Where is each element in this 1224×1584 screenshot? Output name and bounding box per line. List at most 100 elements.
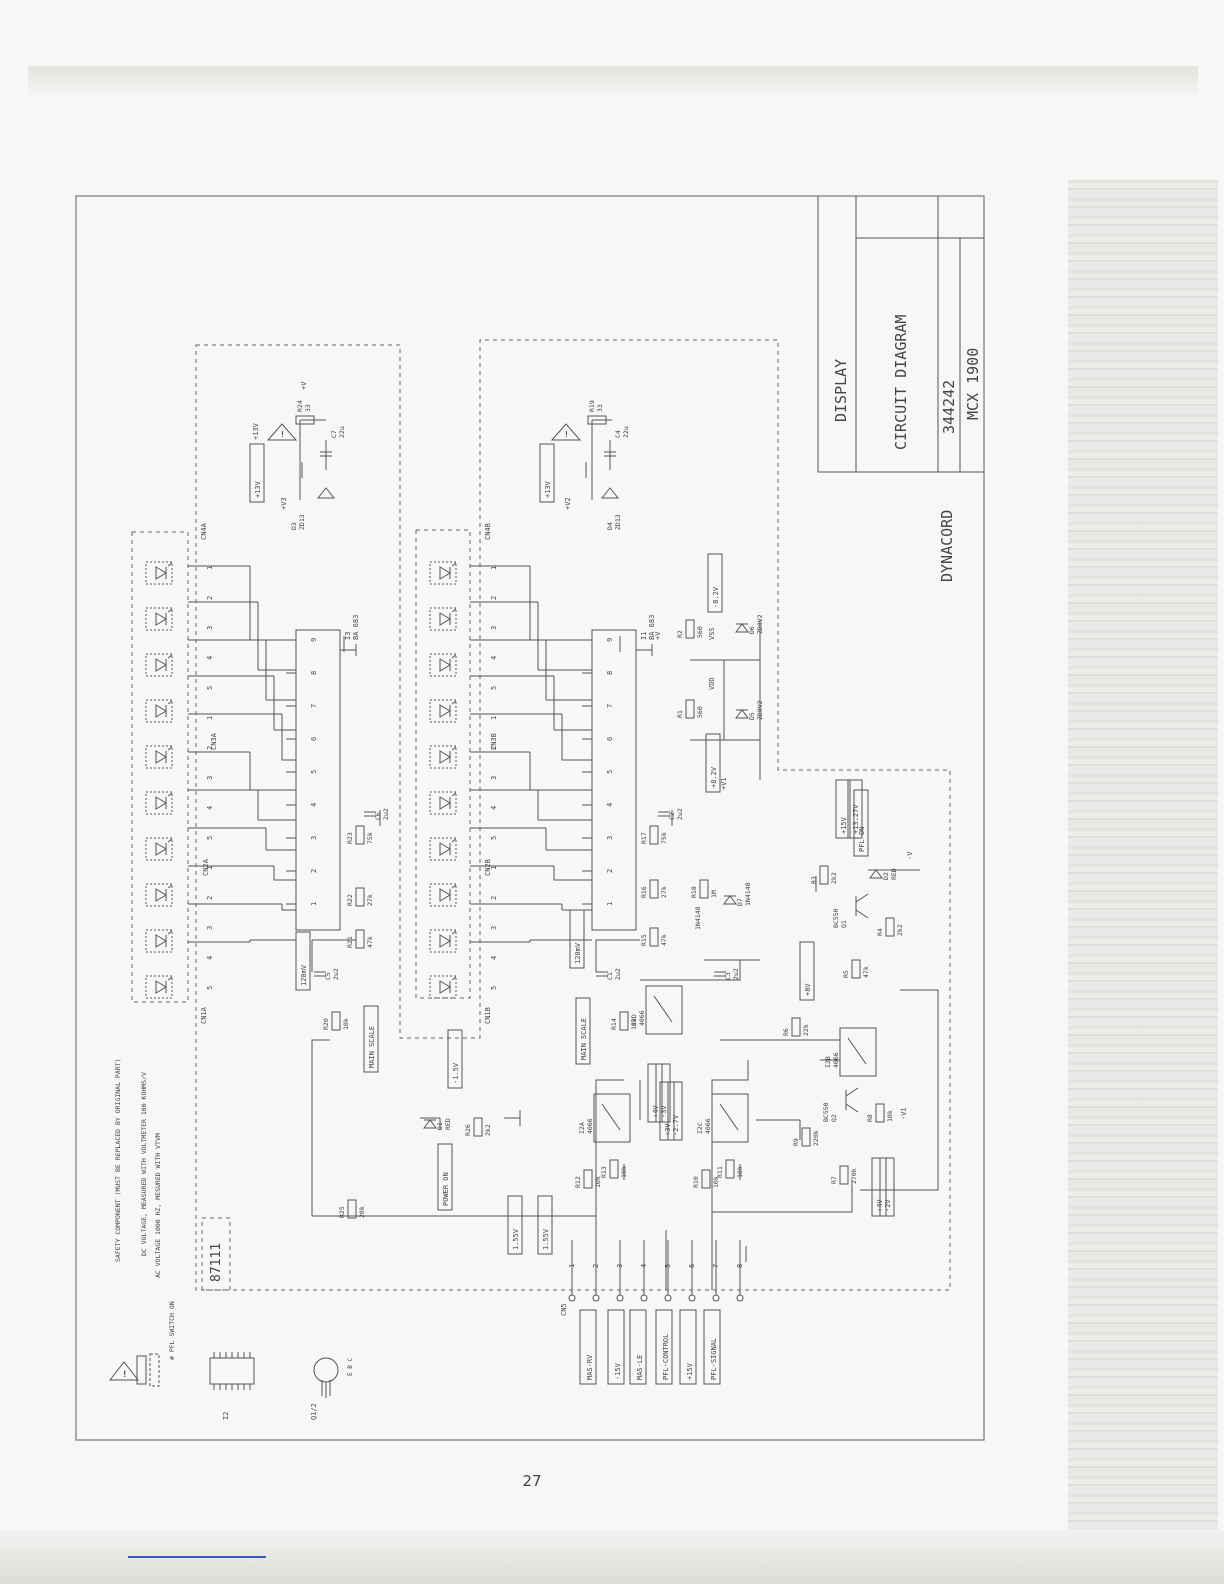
component-ref: C2: [668, 812, 676, 820]
component-ref: C1: [606, 972, 614, 980]
cn5-pin-number: 7: [712, 1264, 720, 1268]
title-block-subtitle: CIRCUIT DIAGRAM: [892, 315, 910, 450]
cn-b-led-icon: [439, 842, 451, 856]
analog-switch-blade: [847, 1037, 867, 1065]
cn-b-led-cell: [429, 699, 457, 723]
signal-tag-box: [703, 1309, 721, 1385]
resistor-icon: [819, 865, 829, 885]
transistor-icon: [845, 1087, 859, 1097]
component-value: 1M: [710, 890, 718, 898]
cn5-pin-number: 1: [568, 1264, 576, 1268]
component-value: 10k: [736, 1166, 744, 1178]
component-value: 27k: [366, 894, 374, 906]
cn-a-led-cell: [145, 653, 173, 677]
cn-b-led-ray: [451, 884, 457, 889]
analog-switch-part-0: 4066: [586, 1118, 594, 1134]
title-block-manufacturer: DYNACORD: [938, 510, 956, 582]
voltage-tag-6: 1.55V: [542, 1228, 550, 1250]
component-ref: D4: [606, 522, 614, 530]
cn-b-led-ray: [451, 930, 457, 935]
analog-switch-ref-1: I2C: [696, 1122, 704, 1134]
voltage-tag-box: [447, 1029, 463, 1089]
connector-pin-number: 4: [490, 656, 498, 660]
title-block-title: DISPLAY: [832, 359, 850, 422]
cn-a-led-cell: [145, 699, 173, 723]
component-value: 2u2: [676, 808, 684, 820]
connector-pin-number: 3: [490, 926, 498, 930]
analog-switch-icon: [593, 1093, 631, 1143]
component-value: 33: [304, 404, 312, 412]
cn-a-led-icon: [155, 750, 167, 764]
component-ref: R22: [346, 894, 354, 906]
connector-pin-number: 2: [206, 596, 214, 600]
connector-pin-number: 5: [206, 836, 214, 840]
component-value: ZD13: [298, 514, 306, 530]
cn-b-led-icon: [439, 750, 451, 764]
i3-ic-body: [295, 629, 341, 931]
scan-shadow-right: [1068, 180, 1218, 1584]
voltage-tag-box: [707, 553, 723, 613]
i3-ic-pin-number: 1: [310, 902, 318, 906]
cn-b-led-icon: [439, 566, 451, 580]
voltage-tag-box: [647, 1063, 663, 1123]
i1-ic-pin-number: 8: [606, 671, 614, 675]
component-ref: C3: [724, 972, 732, 980]
connector-pin-number: 3: [490, 626, 498, 630]
wire: [860, 989, 939, 1191]
analog-switch-icon: [645, 985, 683, 1035]
voltage-tag-box: [295, 931, 311, 991]
component-ref: R21: [346, 936, 354, 948]
voltage-tag-box: [249, 443, 265, 503]
scan-shadow-top: [28, 66, 1198, 96]
analog-switch-part-3: 4066: [832, 1052, 840, 1068]
connector-pin-number: 2: [490, 896, 498, 900]
cn5-pin-icon: [592, 1294, 600, 1302]
legend-line-0: SAFETY COMPONENT (MUST BE REPLACED BY OR…: [114, 1059, 122, 1263]
transistor-icon: [855, 893, 869, 903]
cn-a-led-icon: [155, 980, 167, 994]
resistor-icon: [725, 1159, 735, 1179]
resistor-icon: [885, 917, 895, 937]
led-bar-b-outline: [415, 529, 471, 999]
component-ref: R8: [866, 1114, 874, 1122]
connector-label-cn1a: CN1A: [200, 1006, 208, 1024]
resistor-icon: [699, 879, 709, 899]
resistor-icon: [801, 1127, 811, 1147]
resistor-icon: [685, 699, 695, 719]
legend-ac-box-icon: [149, 1353, 160, 1387]
wire: [311, 1039, 330, 1216]
component-ref: D7: [736, 898, 744, 906]
component-value: 2k2: [830, 872, 838, 884]
pinout-label-transistor: Q1/2: [310, 1403, 318, 1420]
component-value: 1N4148: [694, 906, 702, 930]
cn-a-led-ray: [167, 608, 173, 613]
cn-a-led-cell: [145, 837, 173, 861]
cn-b-led-ray: [451, 654, 457, 659]
connector-label-cn5: CN5: [560, 1303, 568, 1316]
signal-tag-box: [655, 1309, 673, 1385]
cn-a-led-ray: [167, 700, 173, 705]
diode-icon: [735, 623, 749, 633]
wire: [595, 1079, 624, 1094]
component-ref: R16: [640, 886, 648, 898]
component-ref: R2: [676, 630, 684, 638]
rail-label-2: +V2: [564, 497, 572, 510]
component-value: 10k: [594, 1176, 602, 1188]
cn-b-led-cell: [429, 561, 457, 585]
cn-a-led-icon: [155, 566, 167, 580]
connector-pin-number: 4: [490, 956, 498, 960]
cn-a-led-icon: [155, 796, 167, 810]
cn-b-led-cell: [429, 929, 457, 953]
analog-switch-icon: [839, 1027, 877, 1077]
signal-tag-0: MAS-RV: [586, 1354, 594, 1380]
analog-switch-ref-3: I2B: [824, 1056, 832, 1068]
component-value: 75k: [660, 832, 668, 844]
analog-switch-ref-0: I2A: [578, 1122, 586, 1134]
cn-a-led-icon: [155, 704, 167, 718]
component-ref: D6: [748, 626, 756, 634]
resistor-icon: [685, 619, 695, 639]
voltage-tag-box: [879, 1157, 895, 1217]
component-value: 10k: [342, 1018, 350, 1030]
component-ref: R23: [346, 832, 354, 844]
